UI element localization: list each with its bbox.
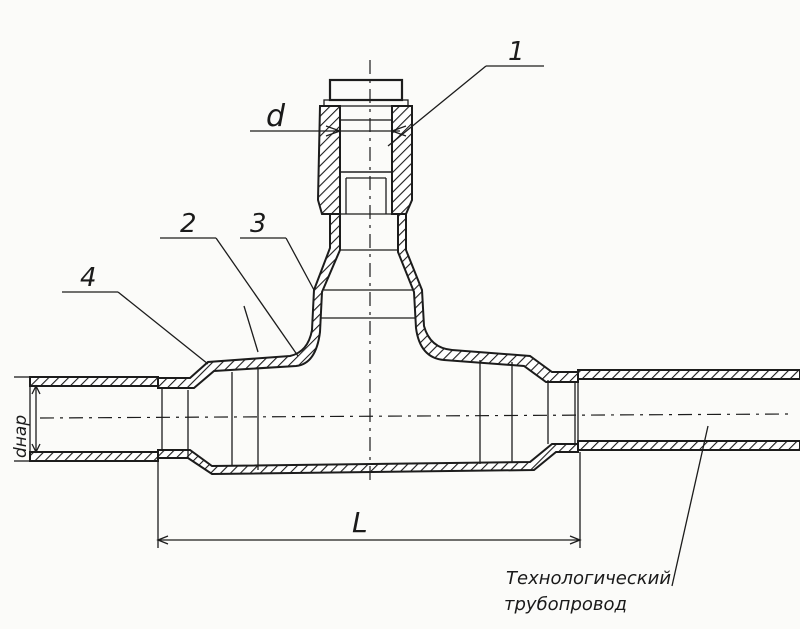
leader-pipeline bbox=[671, 425, 709, 587]
left-pipe bbox=[29, 376, 159, 462]
right-pipe bbox=[577, 369, 800, 451]
dimension-L bbox=[156, 452, 582, 548]
inner-edges bbox=[161, 249, 576, 470]
centerlines bbox=[39, 60, 791, 480]
label-part-1: 1 bbox=[508, 37, 525, 67]
tee-top-wall bbox=[157, 213, 341, 389]
label-pipeline-line1: Технологический bbox=[506, 568, 671, 589]
label-part-4: 4 bbox=[80, 263, 97, 293]
boss-fitting bbox=[316, 78, 413, 215]
leader-2 bbox=[160, 237, 299, 357]
dimension-dnar bbox=[14, 376, 41, 462]
label-dnar: dнар bbox=[11, 415, 31, 458]
label-part-3: 3 bbox=[250, 209, 267, 239]
label-L: L bbox=[352, 506, 368, 539]
tee-bottom-wall bbox=[157, 443, 579, 476]
tee-top-wall-right bbox=[397, 213, 579, 383]
leader-1 bbox=[387, 65, 544, 147]
label-d: d bbox=[266, 99, 286, 134]
leader-3 bbox=[240, 237, 315, 291]
label-part-2: 2 bbox=[180, 209, 197, 239]
leader-4 bbox=[62, 291, 209, 365]
leader-wall-arrow bbox=[243, 305, 259, 353]
label-pipeline-line2: трубопровод bbox=[504, 594, 627, 615]
dimension-d bbox=[250, 125, 407, 137]
